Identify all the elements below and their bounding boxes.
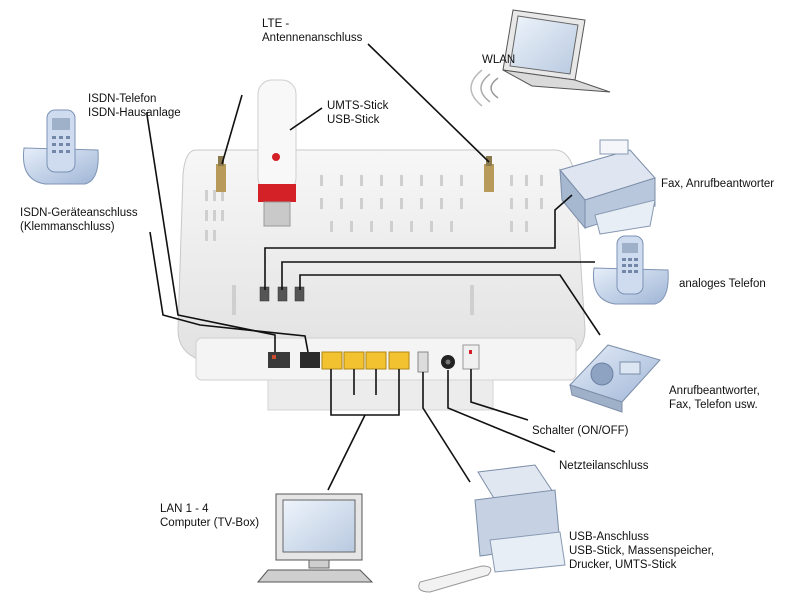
label-lan: LAN 1 - 4 Computer (TV-Box) [160, 502, 259, 530]
label-answering-line2: Fax, Telefon usw. [669, 399, 758, 411]
monitor-icon [256, 493, 374, 583]
label-fax: Fax, Anrufbeantworter [661, 178, 775, 190]
label-switch: Schalter (ON/OFF) [532, 425, 629, 437]
label-isdn-phone-line1: ISDN-Telefon [88, 93, 157, 105]
label-isdn-port-line1: ISDN-Geräteanschluss [20, 207, 138, 219]
label-answering: Anrufbeantworter, Fax, Telefon usw. [669, 384, 760, 412]
label-usb: USB-Anschluss USB-Stick, Massenspeicher,… [569, 530, 714, 572]
label-umts: UMTS-Stick USB-Stick [327, 99, 388, 127]
usb-stick-icon [257, 79, 297, 227]
label-usb-line1: USB-Anschluss [569, 531, 649, 543]
label-lte: LTE - Antennenanschluss [262, 17, 362, 45]
label-lte-line2: Antennenanschluss [262, 32, 363, 44]
label-isdn-port-line2: (Klemmanschluss) [20, 221, 115, 233]
answering-machine-icon [569, 344, 661, 413]
label-lan-line1: LAN 1 - 4 [160, 503, 209, 515]
connection-lines [146, 43, 601, 491]
label-answering-line1: Anrufbeantworter, [669, 385, 760, 397]
router-device [177, 149, 586, 411]
printer-icon [418, 464, 566, 593]
label-lan-line2: Computer (TV-Box) [160, 517, 260, 529]
laptop-icon [470, 9, 611, 107]
label-usb-line2: USB-Stick, Massenspeicher, [569, 545, 715, 557]
label-isdn-phone-line2: ISDN-Hausanlage [88, 107, 181, 119]
fax-machine-icon [559, 139, 656, 235]
label-usb-line3: Drucker, UMTS-Stick [569, 559, 677, 571]
label-lte-line1: LTE - [262, 18, 290, 30]
label-isdn-port: ISDN-Geräteanschluss (Klemmanschluss) [20, 206, 138, 234]
label-power: Netzteilanschluss [559, 460, 649, 472]
label-wlan: WLAN [482, 54, 516, 66]
cordless-phone-icon [592, 235, 669, 305]
cordless-phone-icon [22, 109, 99, 185]
label-isdn-phone: ISDN-Telefon ISDN-Hausanlage [88, 92, 181, 120]
label-analog-phone: analoges Telefon [679, 278, 766, 290]
label-umts-line2: USB-Stick [327, 114, 380, 126]
label-umts-line1: UMTS-Stick [327, 100, 389, 112]
